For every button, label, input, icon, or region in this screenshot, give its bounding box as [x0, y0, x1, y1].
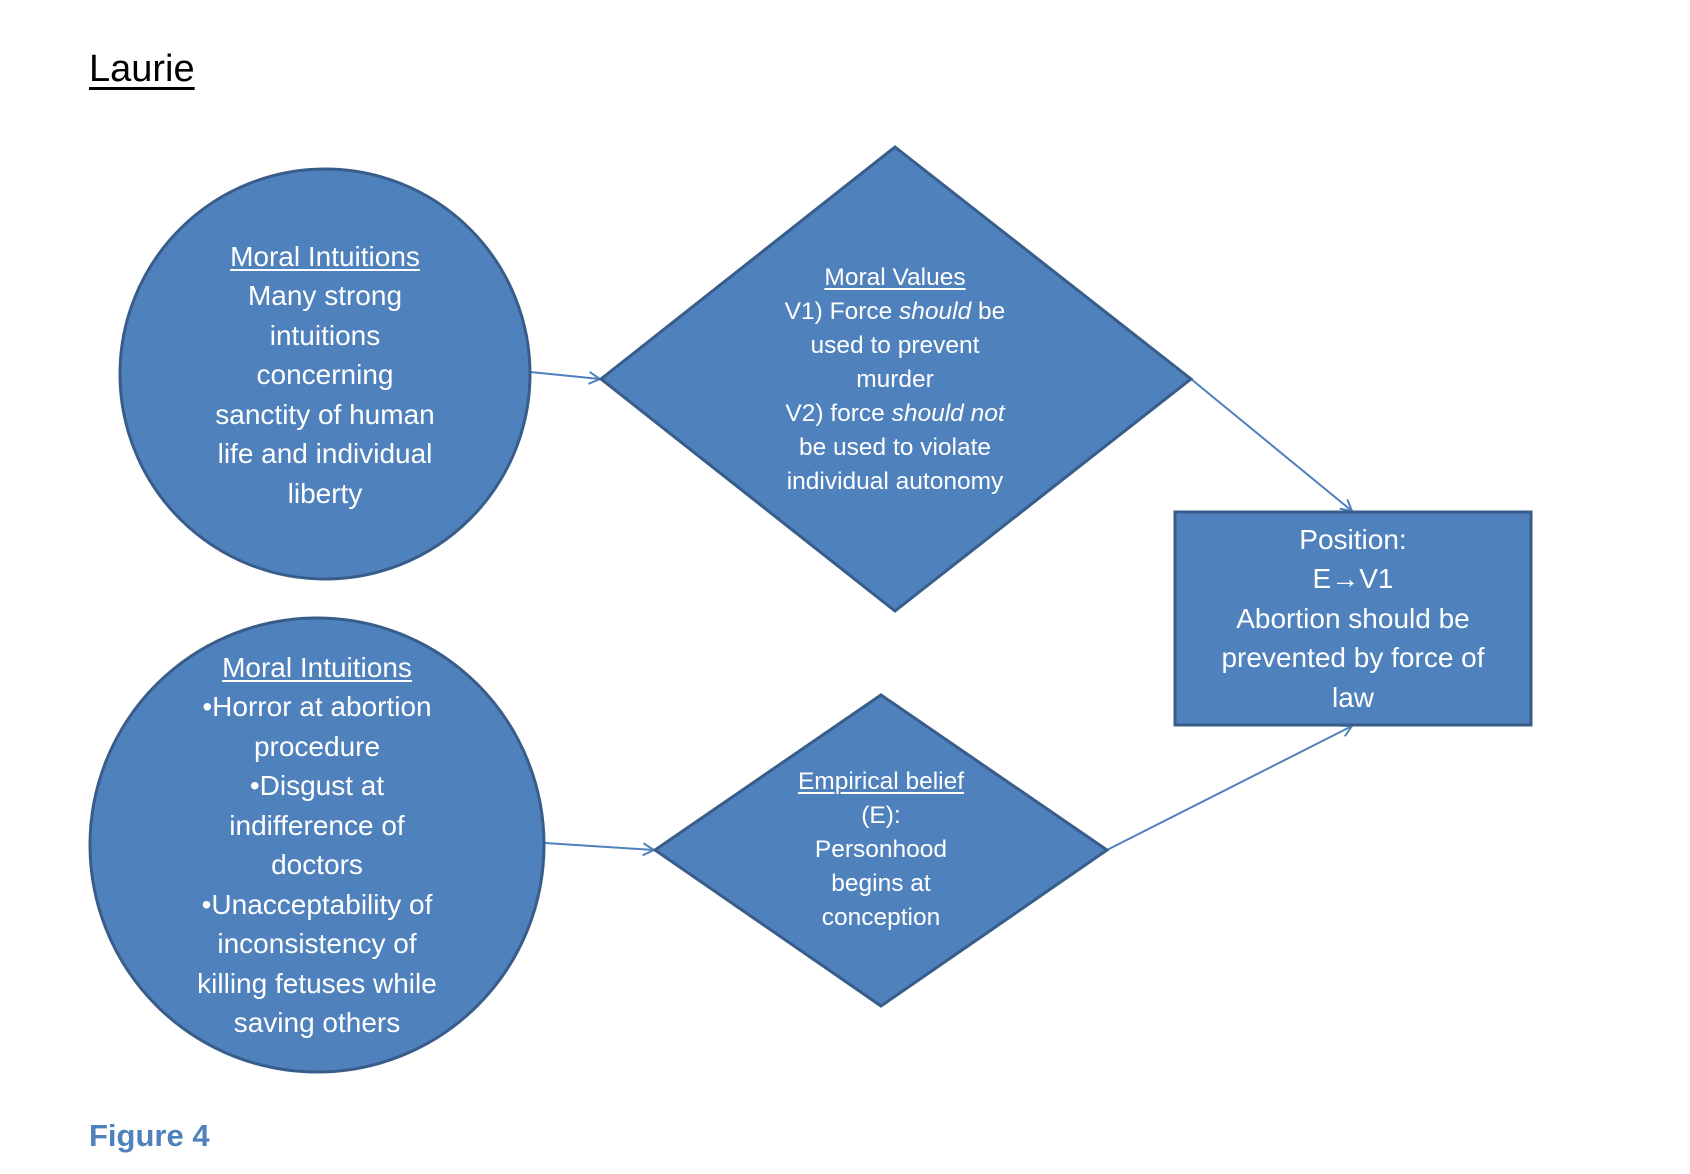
position-text: Position: E→V1 Abortion should be preven…	[1175, 512, 1531, 725]
diagram-title: Laurie	[89, 48, 195, 90]
position-label: Position:	[1299, 523, 1407, 555]
intuitions-bottom-line: doctors	[271, 849, 363, 880]
empirical-belief-line: begins at	[831, 870, 931, 897]
moral-values-line: used to prevent	[810, 332, 980, 359]
v2-emphasis: should not	[891, 400, 1005, 427]
position-line: law	[1331, 681, 1374, 713]
moral-values-v2: V2) force should not	[785, 397, 1004, 431]
intuitions-bottom-line: killing fetuses while	[197, 967, 437, 999]
position-formula: E→V1	[1312, 563, 1394, 595]
intuitions-bottom-line: inconsistency of	[217, 928, 417, 959]
arrow-intuitions-bottom-to-empirical-belief	[544, 842, 654, 850]
empirical-belief-line: Personhood	[814, 836, 948, 863]
v1-emphasis: should	[899, 298, 972, 325]
empirical-belief-heading: Empirical belief	[797, 768, 965, 795]
empirical-belief-diamond	[652, 693, 1110, 1008]
intuitions-top-line: concerning	[256, 359, 394, 391]
v1-suffix: be	[971, 298, 1006, 325]
position-line: Abortion should be	[1236, 602, 1470, 634]
intuitions-top-line: intuitions	[269, 319, 381, 351]
arrow-moral-values-to-position	[1190, 378, 1352, 511]
moral-values-line: individual autonomy	[786, 468, 1004, 495]
empirical-belief-line: conception	[821, 904, 941, 931]
intuitions-bottom-text: Moral Intuitions •Horror at abortion pro…	[157, 640, 477, 1050]
moral-values-heading: Moral Values	[824, 264, 966, 291]
arrow-intuitions-top-to-moral-values	[529, 371, 600, 379]
moral-values-v1: V1) Force should be	[785, 295, 1006, 329]
intuitions-bottom-line: •Disgust at	[249, 770, 385, 801]
figure-caption: Figure 4	[89, 1118, 210, 1153]
moral-values-diamond	[598, 145, 1194, 613]
position-line: prevented by force of	[1221, 642, 1485, 674]
intuitions-top-heading: Moral Intuitions	[230, 240, 420, 272]
intuitions-bottom-line: •Horror at abortion	[202, 691, 432, 722]
intuitions-bottom-line: procedure	[253, 730, 381, 762]
moral-values-line: murder	[856, 366, 934, 393]
intuitions-top-line: sanctity of human	[215, 398, 435, 430]
empirical-belief-line: (E):	[861, 802, 901, 829]
arrow-empirical-belief-to-position	[1106, 726, 1352, 851]
v1-prefix: V1) Force	[784, 298, 900, 325]
intuitions-bottom-line: •Unacceptability of	[201, 888, 433, 920]
intuitions-bottom-line: indifference of	[229, 809, 405, 841]
intuitions-bottom-heading: Moral Intuitions	[222, 651, 412, 683]
intuitions-top-line: life and individual	[217, 438, 433, 470]
intuitions-top-text: Moral Intuitions Many strong intuitions …	[185, 235, 465, 515]
moral-values-line: be used to violate	[798, 434, 992, 461]
v2-prefix: V2) force	[785, 400, 892, 427]
intuitions-bottom-circle	[88, 616, 546, 1074]
intuitions-top-circle	[118, 167, 532, 581]
intuitions-top-line: Many strong	[247, 280, 403, 312]
position-box	[1173, 510, 1533, 727]
intuitions-bottom-line: saving others	[233, 1007, 401, 1038]
intuitions-top-line: liberty	[287, 477, 363, 509]
empirical-belief-text: Empirical belief (E): Personhood begins …	[761, 760, 1001, 940]
moral-values-text: Moral Values V1) Force should be used to…	[745, 260, 1045, 500]
